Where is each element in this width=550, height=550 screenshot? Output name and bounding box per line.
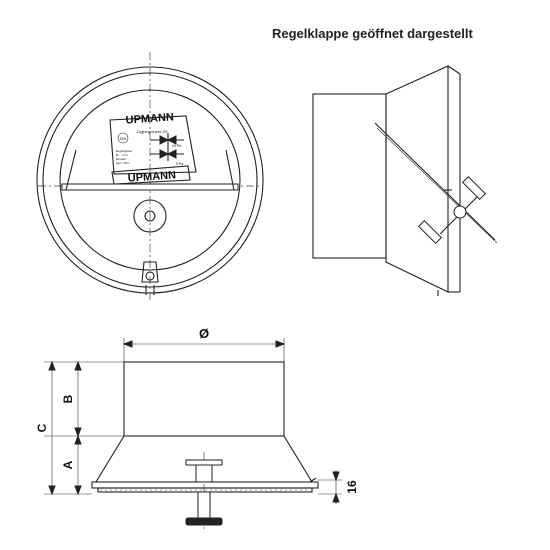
section-collar [123, 361, 285, 437]
label-plate [109, 115, 197, 175]
din-badge-label: DIN [120, 137, 127, 141]
knob-joint [453, 205, 467, 219]
label-line-3: Einsatz: ... [116, 157, 130, 161]
label-unit-2: 5 Pa [176, 162, 183, 166]
damper-disc [59, 89, 241, 271]
section-flange [91, 481, 319, 489]
side-view-open [312, 65, 498, 296]
outer-flange-ring [36, 66, 264, 294]
bottom-hinge [141, 261, 159, 283]
section-knob-bottom [197, 491, 211, 519]
label-line-2: Ø ... mm [116, 153, 128, 157]
adjustment-knob [133, 199, 167, 233]
label-line-1: Regelgröße: [116, 149, 133, 153]
a-label: A [61, 460, 75, 469]
valve-symbol-2 [150, 147, 184, 161]
valve-symbol-1 [150, 133, 184, 147]
section-view: Ø C B A 16 [35, 326, 359, 532]
diameter-label: Ø [199, 326, 209, 341]
axle-support-left [65, 149, 77, 191]
bottom-hinge-bolt [145, 271, 155, 281]
caption: Regelklappe geöffnet dargestellt [272, 26, 473, 41]
brand-logo-top: UPMANN [125, 111, 174, 126]
b-label: B [61, 394, 75, 403]
knob-grip-upper [461, 175, 487, 201]
damper-axle [61, 183, 239, 191]
adjustment-knob-center [144, 210, 156, 222]
knob-grip-lower [417, 219, 443, 245]
brand-logo-bottom: UPMANN [127, 169, 176, 184]
side-cone [385, 65, 449, 293]
label-unit-1: 10 Pa [172, 144, 181, 148]
outer-flange-ring-inner [42, 72, 258, 288]
label-line-4: gem. DIN ... [116, 161, 132, 165]
c-label: C [35, 423, 49, 432]
label-title: Zugbegrenzer ZS [136, 129, 167, 134]
din-badge [117, 132, 129, 144]
axle-support-right [225, 149, 235, 191]
section-knob-grip [185, 517, 223, 526]
side-rim-top [447, 65, 461, 75]
front-view: UPMANN Zugbegrenzer ZS DIN Regelgröße: Ø… [36, 52, 264, 302]
side-collar [312, 93, 387, 259]
damper-blade-open [374, 122, 496, 241]
height-16-label: 16 [345, 480, 359, 494]
brand-bar [111, 165, 191, 185]
